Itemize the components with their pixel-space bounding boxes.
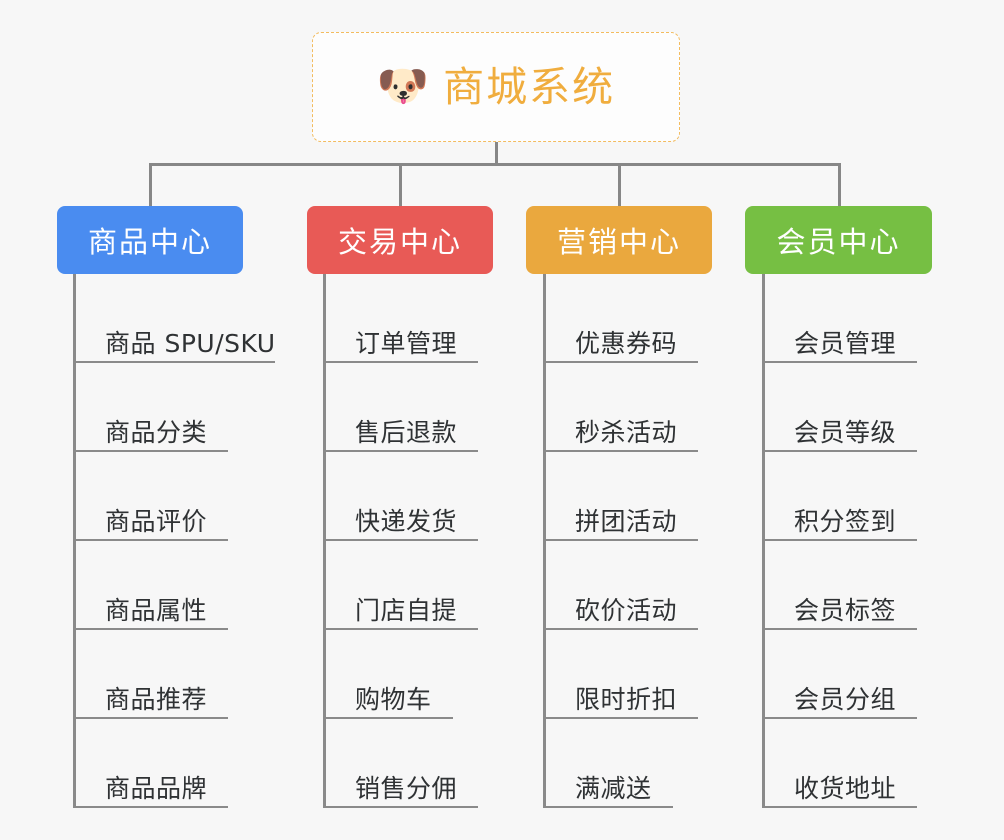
leaf-item-label: 商品推荐	[105, 684, 208, 714]
category-node-product-center[interactable]: 商品中心	[57, 206, 243, 274]
leaf-item-label: 会员等级	[794, 417, 897, 447]
leaf-item[interactable]: 满减送	[543, 719, 673, 808]
root-node-shopping-mall-system[interactable]: 🐶 商城系统	[312, 32, 680, 142]
leaf-item[interactable]: 收货地址	[762, 719, 917, 808]
leaf-item-label: 购物车	[355, 684, 432, 714]
category-node-member-center[interactable]: 会员中心	[745, 206, 932, 274]
leaf-item-label: 门店自提	[355, 595, 458, 625]
leaf-item-label: 秒杀活动	[575, 417, 678, 447]
category-node-marketing-center[interactable]: 营销中心	[526, 206, 712, 274]
leaf-item-label: 订单管理	[355, 328, 458, 358]
leaf-item[interactable]: 会员分组	[762, 630, 917, 719]
leaf-item[interactable]: 商品 SPU/SKU	[73, 274, 275, 363]
leaf-item-label: 商品 SPU/SKU	[105, 328, 276, 358]
leaf-item-label: 商品属性	[105, 595, 208, 625]
category-node-label: 营销中心	[556, 225, 681, 259]
leaf-item[interactable]: 快递发货	[323, 452, 478, 541]
leaf-item-label: 快递发货	[355, 506, 458, 536]
connector-drop-trade-center	[399, 163, 402, 206]
leaf-item[interactable]: 商品品牌	[73, 719, 228, 808]
leaf-item[interactable]: 商品推荐	[73, 630, 228, 719]
connector-drop-marketing-center	[618, 163, 621, 206]
leaf-item-label: 砍价活动	[575, 595, 678, 625]
leaf-item[interactable]: 积分签到	[762, 452, 917, 541]
leaf-item[interactable]: 购物车	[323, 630, 453, 719]
leaf-spine-marketing-center	[543, 274, 546, 808]
leaf-item-label: 优惠券码	[575, 328, 678, 358]
leaf-item-label: 限时折扣	[575, 684, 678, 714]
category-node-trade-center[interactable]: 交易中心	[307, 206, 493, 274]
leaf-item[interactable]: 砍价活动	[543, 541, 698, 630]
category-node-label: 会员中心	[776, 225, 901, 259]
leaf-item-label: 会员管理	[794, 328, 897, 358]
leaf-item-label: 积分签到	[794, 506, 897, 536]
leaf-item-label: 满减送	[575, 773, 652, 803]
leaf-item[interactable]: 商品评价	[73, 452, 228, 541]
leaf-item[interactable]: 会员标签	[762, 541, 917, 630]
leaf-item-label: 商品品牌	[105, 773, 208, 803]
root-node-title: 商城系统	[443, 62, 616, 111]
category-node-label: 商品中心	[87, 225, 212, 259]
leaf-item[interactable]: 门店自提	[323, 541, 478, 630]
dog-face-icon: 🐶	[376, 61, 430, 110]
leaf-item-label: 销售分佣	[355, 773, 458, 803]
connector-drop-product-center	[149, 163, 152, 206]
leaf-item-label: 售后退款	[355, 417, 458, 447]
leaf-item[interactable]: 会员管理	[762, 274, 917, 363]
leaf-spine-member-center	[762, 274, 765, 808]
leaf-item[interactable]: 商品分类	[73, 363, 228, 452]
connector-horizontal-bus	[149, 163, 841, 166]
leaf-item-label: 会员标签	[794, 595, 897, 625]
leaf-spine-product-center	[73, 274, 76, 808]
leaf-item[interactable]: 订单管理	[323, 274, 478, 363]
leaf-item-label: 拼团活动	[575, 506, 678, 536]
leaf-item[interactable]: 拼团活动	[543, 452, 698, 541]
category-node-label: 交易中心	[337, 225, 462, 259]
leaf-item[interactable]: 限时折扣	[543, 630, 698, 719]
leaf-item[interactable]: 售后退款	[323, 363, 478, 452]
leaf-item[interactable]: 会员等级	[762, 363, 917, 452]
connector-root-stem	[495, 142, 498, 166]
leaf-item[interactable]: 销售分佣	[323, 719, 478, 808]
leaf-item[interactable]: 秒杀活动	[543, 363, 698, 452]
leaf-item-label: 商品评价	[105, 506, 208, 536]
leaf-item-label: 会员分组	[794, 684, 897, 714]
leaf-item[interactable]: 优惠券码	[543, 274, 698, 363]
leaf-item-label: 收货地址	[794, 773, 897, 803]
leaf-spine-trade-center	[323, 274, 326, 808]
leaf-item[interactable]: 商品属性	[73, 541, 228, 630]
connector-drop-member-center	[837, 163, 841, 206]
leaf-item-label: 商品分类	[105, 417, 208, 447]
